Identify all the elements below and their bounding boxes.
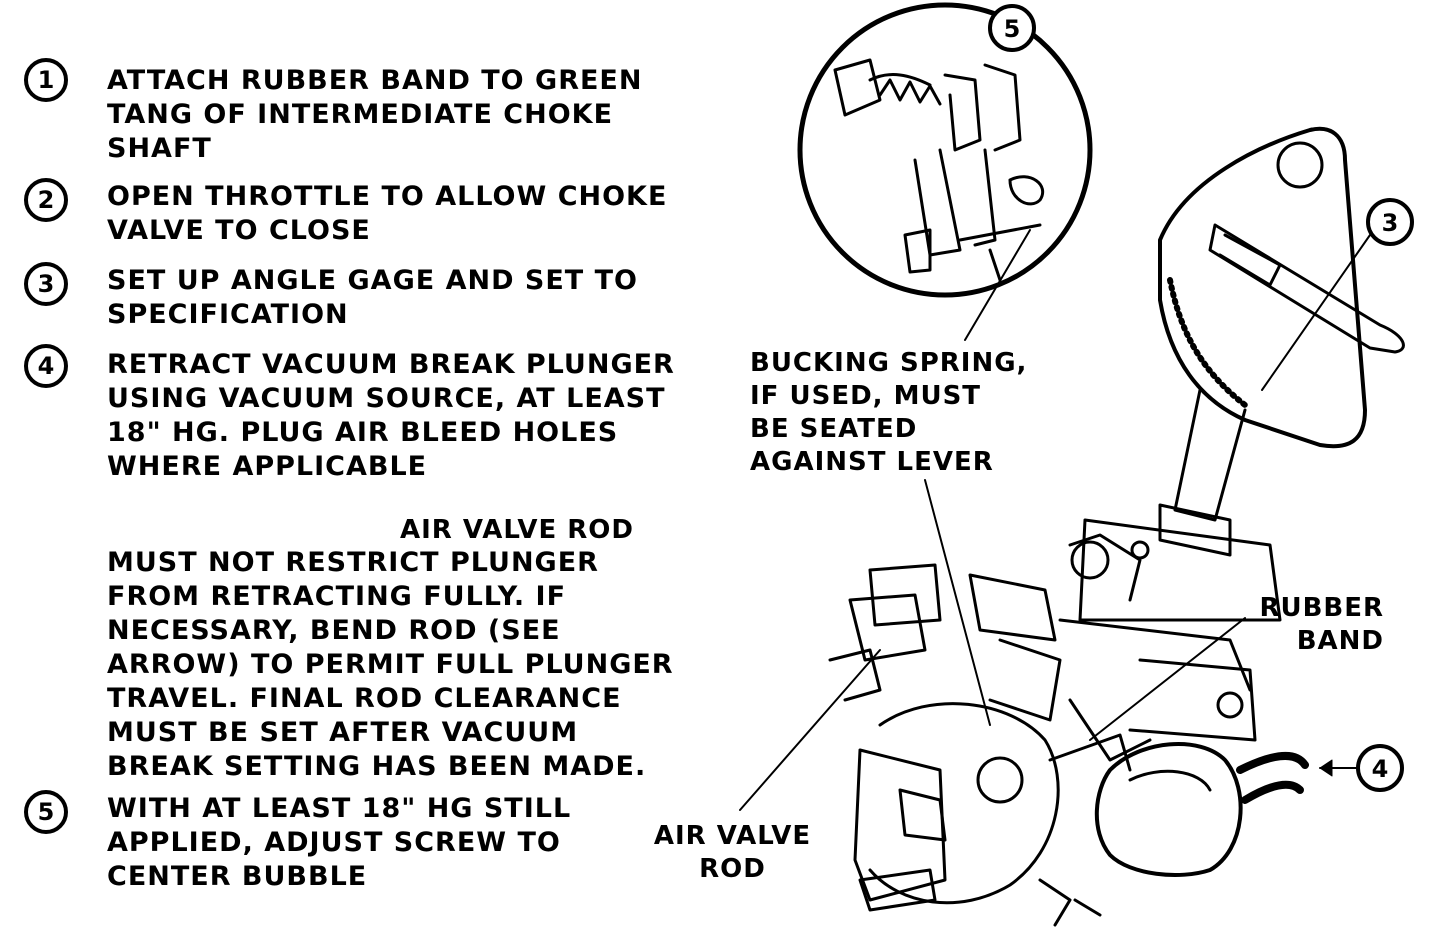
step-number-2: 2 bbox=[24, 178, 68, 222]
bucking-spring-label: BUCKING SPRING, IF USED, MUST BE SEATED … bbox=[750, 348, 1028, 477]
step-text-2: OPEN THROTTLE TO ALLOW CHOKE VALVE TO CL… bbox=[107, 181, 668, 246]
rubber-band-label: RUBBER BAND bbox=[1259, 593, 1384, 656]
marker-circle-4 bbox=[1356, 744, 1404, 792]
marker-4: 4 bbox=[1372, 755, 1389, 783]
step-text-5: WITH AT LEAST 18" HG STILL APPLIED, ADJU… bbox=[107, 793, 572, 892]
carburetor-body bbox=[828, 518, 1309, 927]
step-number-1: 1 bbox=[24, 58, 68, 102]
detail-linkage bbox=[833, 58, 1045, 282]
angle-gage bbox=[1158, 126, 1405, 557]
step-text-3: SET UP ANGLE GAGE AND SET TO SPECIFICATI… bbox=[107, 265, 638, 330]
step-number-4: 4 bbox=[24, 344, 68, 388]
marker-circle-3 bbox=[1366, 198, 1414, 246]
marker-5: 5 bbox=[1004, 15, 1021, 43]
note-heading: AIR VALVE ROD bbox=[400, 515, 634, 545]
note-body: MUST NOT RESTRICT PLUNGER FROM RETRACTIN… bbox=[107, 547, 674, 782]
step-number-3: 3 bbox=[24, 262, 68, 306]
detail-circle bbox=[797, 2, 1093, 298]
step-text-4: RETRACT VACUUM BREAK PLUNGER USING VACUU… bbox=[107, 349, 675, 482]
marker-3: 3 bbox=[1382, 209, 1399, 237]
step-text-1: ATTACH RUBBER BAND TO GREEN TANG OF INTE… bbox=[107, 65, 643, 164]
air-valve-rod-label: AIR VALVE ROD bbox=[653, 821, 812, 884]
step-number-5: 5 bbox=[24, 790, 68, 834]
marker-circle-5 bbox=[988, 4, 1036, 52]
